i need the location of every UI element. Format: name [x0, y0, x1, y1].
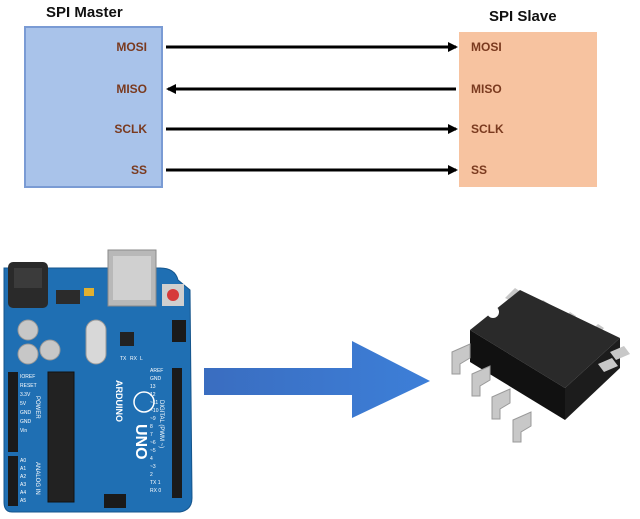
board-power-pin-label: GND: [20, 419, 32, 425]
board-brand-text: ARDUINO: [114, 380, 124, 422]
slave-pin-sclk: SCLK: [471, 122, 504, 136]
slave-pin-ss: SS: [471, 163, 488, 177]
board-power-pin-label: 5V: [20, 401, 27, 407]
board-power-pin-label: 3.3V: [20, 392, 31, 398]
board-power-pin-label: RESET: [20, 383, 37, 389]
board-analog-pin-label: A5: [20, 498, 26, 504]
board-digital-pin-label: ~3: [150, 464, 156, 470]
master-pin-ss: SS: [130, 163, 147, 177]
board-digital-pin-label: ~6: [150, 440, 156, 446]
board-digital-pin-label: 4: [150, 456, 153, 462]
board-analog-label: ANALOG IN: [34, 462, 40, 495]
arduino-uno-board: [3, 249, 193, 513]
slave-pin-miso: MISO: [471, 82, 502, 96]
board-analog-pin-label: A3: [20, 482, 26, 488]
board-power-pin-label: GND: [20, 410, 32, 416]
board-power-pin-label: Vin: [20, 428, 27, 434]
large-blue-arrow: [204, 341, 430, 418]
board-digital-pin-label: 7: [150, 432, 153, 438]
board-digital-pin-label: ~5: [150, 448, 156, 454]
master-pin-sclk: SCLK: [114, 122, 147, 136]
spi-master-box: MOSI MISO SCLK SS: [24, 26, 163, 188]
board-analog-pin-label: A0: [20, 458, 26, 464]
spi-slave-chip: [451, 288, 630, 443]
board-digital-pin-label: 2: [150, 472, 153, 478]
board-digital-label: DIGITAL (PWM ~): [158, 400, 164, 448]
board-analog-pin-label: A1: [20, 466, 26, 472]
board-digital-pin-label: 13: [150, 384, 156, 390]
board-digital-pin-label: 12: [150, 392, 156, 398]
board-model-text: UNO: [132, 424, 149, 460]
board-power-label: POWER: [34, 396, 40, 419]
spi-slave-box: MOSI MISO SCLK SS: [459, 32, 597, 187]
board-led-label: TX: [120, 356, 127, 362]
master-pin-miso: MISO: [116, 82, 147, 96]
spi-master-title: SPI Master: [46, 4, 123, 21]
board-digital-pin-label: ~11: [150, 400, 158, 406]
master-pin-mosi: MOSI: [116, 40, 147, 54]
board-digital-pin-label: GND: [150, 376, 162, 382]
board-digital-pin-label: TX 1: [150, 480, 161, 486]
spi-slave-title: SPI Slave: [489, 8, 557, 25]
board-digital-pin-label: ~9: [150, 416, 156, 422]
board-led-label: L: [140, 356, 143, 362]
board-power-pin-label: IOREF: [20, 374, 35, 380]
board-digital-pin-label: RX 0: [150, 488, 161, 494]
board-analog-pin-label: A4: [20, 490, 26, 496]
board-analog-pin-label: A2: [20, 474, 26, 480]
board-digital-pin-label: 8: [150, 424, 153, 430]
board-digital-pin-label: AREF: [150, 368, 163, 374]
board-digital-pin-label: ~10: [150, 408, 159, 414]
slave-pin-mosi: MOSI: [471, 40, 502, 54]
board-led-label: RX: [130, 356, 138, 362]
